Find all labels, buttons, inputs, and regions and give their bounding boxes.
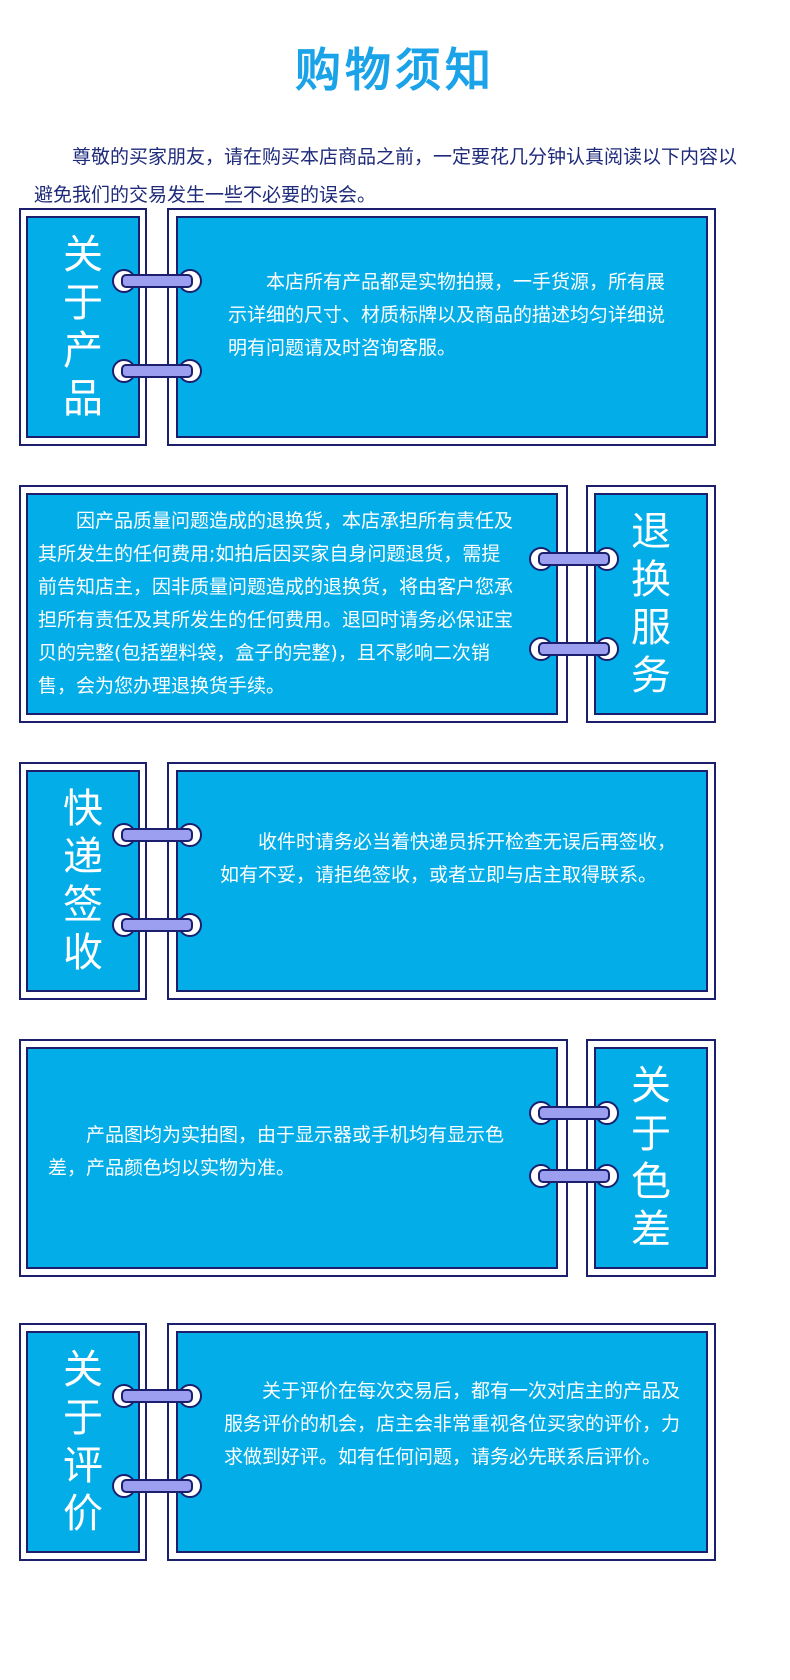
binder-ring-icon — [112, 913, 202, 937]
label-char: 于 — [63, 1395, 103, 1441]
section-product-label: 关 于 产 品 — [26, 216, 140, 438]
section-review-text: 关于评价在每次交易后，都有一次对店主的产品及服务评价的机会，店主会非常重视各位买… — [224, 1380, 681, 1468]
intro-text: 尊敬的买家朋友，请在购买本店商品之前，一定要花几分钟认真阅读以下内容以避免我们的… — [34, 146, 738, 206]
label-char: 递 — [63, 834, 103, 880]
binder-ring-icon — [529, 637, 619, 661]
label-char: 关 — [631, 1063, 671, 1109]
binder-ring-icon — [112, 1384, 202, 1408]
section-review-label: 关 于 评 价 — [26, 1331, 140, 1553]
label-char: 快 — [63, 786, 103, 832]
section-delivery-label: 快 递 签 收 — [26, 770, 140, 992]
section-return-label: 退 换 服 务 — [594, 493, 708, 715]
label-char: 服 — [631, 605, 671, 651]
label-char: 收 — [63, 930, 103, 976]
section-product-body: 本店所有产品都是实物拍摄，一手货源，所有展示详细的尺寸、材质标牌以及商品的描述均… — [176, 216, 708, 438]
label-char: 关 — [63, 1347, 103, 1393]
section-color-body: 产品图均为实拍图，由于显示器或手机均有显示色差，产品颜色均以实物为准。 — [26, 1047, 558, 1269]
section-color-label: 关 于 色 差 — [594, 1047, 708, 1269]
section-return-body: 因产品质量问题造成的退换货，本店承担所有责任及其所发生的任何费用;如拍后因买家自… — [26, 493, 558, 715]
label-char: 于 — [631, 1111, 671, 1157]
label-char: 换 — [631, 557, 671, 603]
section-delivery-body: 收件时请务必当着快递员拆开检查无误后再签收，如有不妥，请拒绝签收，或者立即与店主… — [176, 770, 708, 992]
binder-ring-icon — [112, 359, 202, 383]
binder-ring-icon — [529, 547, 619, 571]
label-char: 务 — [631, 653, 671, 699]
binder-ring-icon — [112, 823, 202, 847]
section-color-text: 产品图均为实拍图，由于显示器或手机均有显示色差，产品颜色均以实物为准。 — [48, 1124, 505, 1179]
binder-ring-icon — [529, 1101, 619, 1125]
label-char: 关 — [63, 232, 103, 278]
page-title: 购物须知 — [295, 43, 495, 97]
label-char: 产 — [63, 328, 103, 374]
label-char: 差 — [631, 1207, 671, 1253]
binder-ring-icon — [529, 1164, 619, 1188]
label-char: 评 — [63, 1443, 103, 1489]
label-char: 于 — [63, 280, 103, 326]
section-delivery-text: 收件时请务必当着快递员拆开检查无误后再签收，如有不妥，请拒绝签收，或者立即与店主… — [220, 831, 677, 886]
label-char: 退 — [631, 509, 671, 555]
label-char: 品 — [63, 376, 103, 422]
label-char: 色 — [631, 1159, 671, 1205]
label-char: 签 — [63, 882, 103, 928]
label-char: 价 — [63, 1491, 103, 1537]
section-return-text: 因产品质量问题造成的退换货，本店承担所有责任及其所发生的任何费用;如拍后因买家自… — [38, 510, 514, 697]
section-review-body: 关于评价在每次交易后，都有一次对店主的产品及服务评价的机会，店主会非常重视各位买… — [176, 1331, 708, 1553]
section-product-text: 本店所有产品都是实物拍摄，一手货源，所有展示详细的尺寸、材质标牌以及商品的描述均… — [228, 271, 666, 359]
binder-ring-icon — [112, 1474, 202, 1498]
binder-ring-icon — [112, 269, 202, 293]
